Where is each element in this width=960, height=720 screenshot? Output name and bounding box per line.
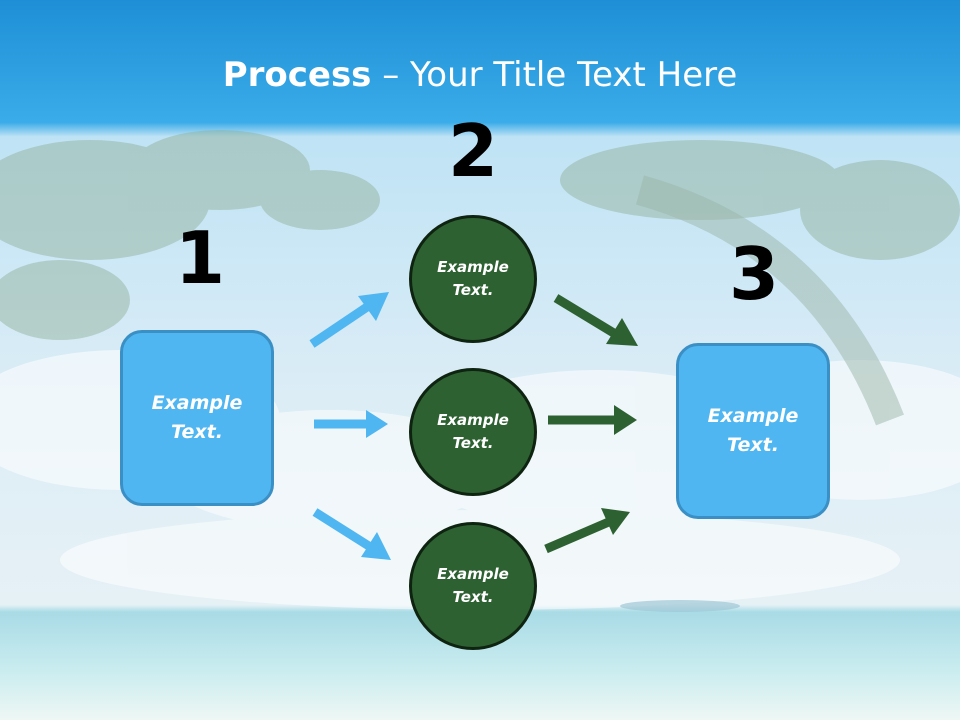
right-process-box[interactable]: Example Text. [676,343,830,519]
blue-arrow-right [314,410,388,438]
circle-middle-text: Example Text. [437,411,509,452]
title-bold: Process [222,55,372,95]
step-number-2: 2 [447,109,499,193]
left-box-text: Example Text. [151,392,243,443]
circle-top-text: Example Text. [437,258,509,299]
left-process-box[interactable]: Example Text. [120,330,274,506]
slide-title: Process – Your Title Text Here [0,52,960,98]
title-rest: – Your Title Text Here [371,55,738,95]
green-arrow-right [548,405,637,435]
circle-bottom[interactable]: Example Text. [409,522,537,650]
green-arrow-down [553,294,638,346]
circle-top[interactable]: Example Text. [409,215,537,343]
circle-bottom-text: Example Text. [437,565,509,606]
step-number-1: 1 [174,216,226,300]
blue-arrow-up [309,292,389,348]
right-box-text: Example Text. [707,405,799,456]
step-number-3: 3 [728,232,780,316]
circle-middle[interactable]: Example Text. [409,368,537,496]
green-arrow-up [544,508,630,554]
blue-arrow-down [312,508,391,560]
